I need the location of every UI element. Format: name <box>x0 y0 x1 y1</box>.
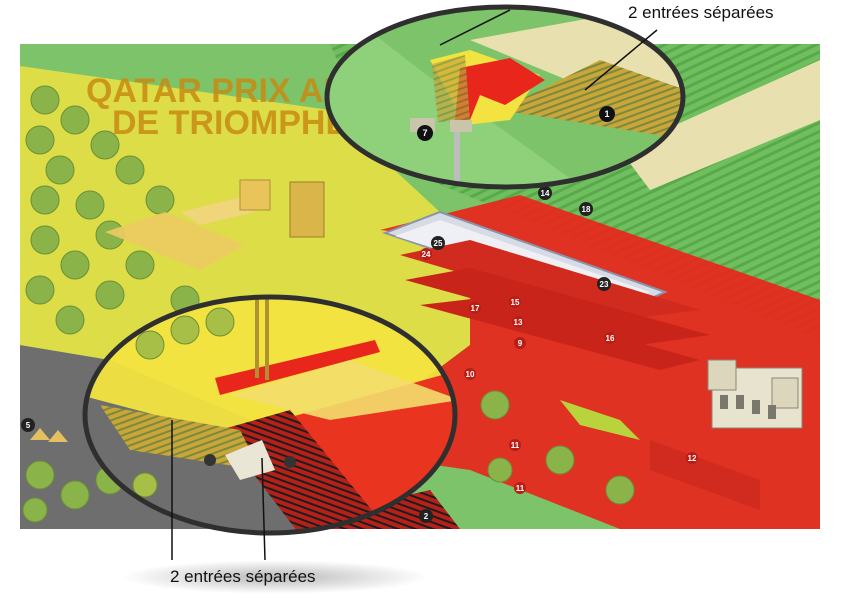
svg-text:17: 17 <box>471 304 480 313</box>
callout-line-top <box>584 29 658 91</box>
svg-text:7: 7 <box>422 128 427 138</box>
svg-text:11: 11 <box>516 484 525 493</box>
svg-text:9: 9 <box>518 339 523 348</box>
map-title-line-2: DE TRIOMPHE <box>112 104 348 142</box>
callout-label-top: 2 entrées séparées <box>628 3 774 22</box>
svg-text:1: 1 <box>604 109 609 119</box>
svg-text:15: 15 <box>511 298 520 307</box>
callout-line-top-2 <box>439 9 511 46</box>
marker-9: 9 <box>514 337 526 349</box>
marker-23: 23 <box>597 277 611 291</box>
svg-text:23: 23 <box>600 280 609 289</box>
map-title-line-1: QATAR PRIX ARC <box>86 72 372 110</box>
markers: 5 2 14 18 23 25 24 16 15 17 13 9 10 22 1… <box>21 186 698 523</box>
marker-24: 24 <box>420 248 432 260</box>
map-title: QATAR PRIX ARC DE TRIOMPHE <box>86 72 372 142</box>
zoom-callout-bottom <box>82 294 458 561</box>
trees <box>22 85 635 523</box>
marker-11: 11 <box>509 439 521 451</box>
marker-12: 12 <box>686 452 698 464</box>
marker-13: 13 <box>512 316 524 328</box>
marker-15: 15 <box>509 296 521 308</box>
marker-16: 16 <box>604 332 616 344</box>
marker-14: 14 <box>538 186 552 200</box>
svg-text:10: 10 <box>466 370 475 379</box>
marker-25: 25 <box>431 236 445 250</box>
zoom-marker-1: 1 <box>599 106 615 122</box>
marker-18: 18 <box>579 202 593 216</box>
svg-text:11: 11 <box>511 441 520 450</box>
zoom-callout-top: 1 7 <box>324 4 686 190</box>
zoom-marker-7: 7 <box>417 125 433 141</box>
svg-text:12: 12 <box>688 454 697 463</box>
marker-11b: 11 <box>514 482 526 494</box>
marker-17: 17 <box>469 302 481 314</box>
callout-label-bottom: 2 entrées séparées <box>170 567 316 586</box>
marker-5: 5 <box>21 418 35 432</box>
svg-text:14: 14 <box>541 189 550 198</box>
marker-2: 2 <box>419 509 433 523</box>
marker-10: 10 <box>464 368 476 380</box>
svg-text:13: 13 <box>514 318 523 327</box>
callout-line-bottom-2 <box>261 457 266 561</box>
svg-text:25: 25 <box>434 239 443 248</box>
historic-building <box>707 359 803 429</box>
svg-text:5: 5 <box>26 421 31 430</box>
svg-text:2: 2 <box>424 512 429 521</box>
svg-text:16: 16 <box>606 334 615 343</box>
svg-text:18: 18 <box>582 205 591 214</box>
caption-shadow <box>120 560 430 594</box>
svg-text:24: 24 <box>422 250 431 259</box>
red-zone <box>330 195 820 529</box>
